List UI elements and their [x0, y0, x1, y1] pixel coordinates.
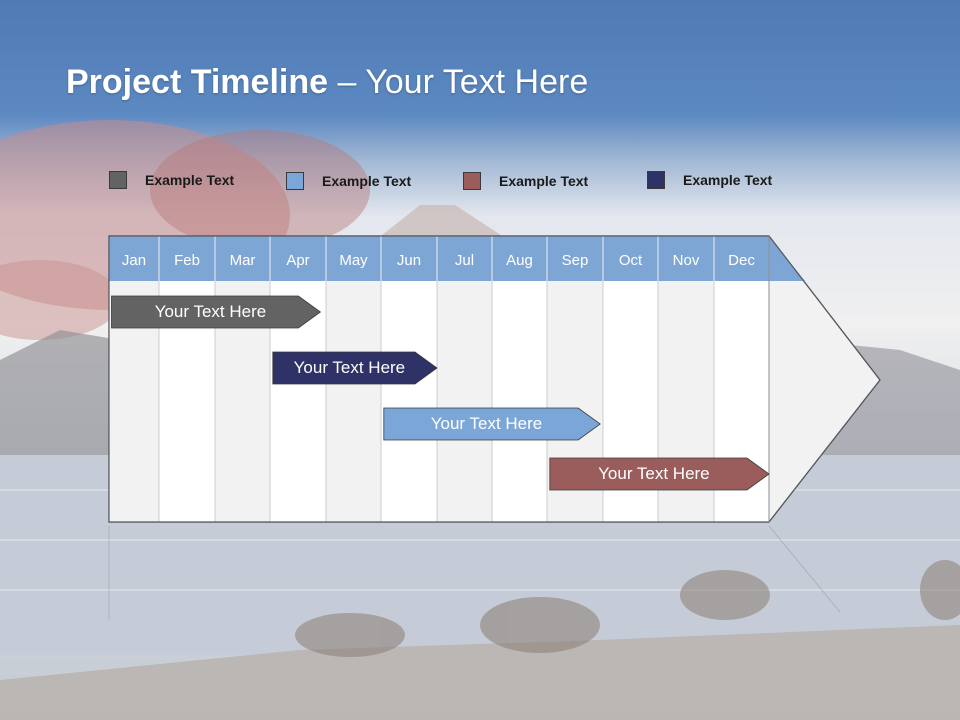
- reflection-diagonal-line: [768, 525, 841, 613]
- legend-item-4: Example Text: [647, 169, 772, 191]
- page-title: Project Timeline – Your Text Here: [66, 60, 588, 104]
- legend-label-1: Example Text: [145, 172, 235, 188]
- month-label-jun: Jun: [397, 252, 421, 269]
- month-column-jun: [381, 281, 437, 522]
- task-bar-2: [272, 351, 438, 385]
- legend-item-1: Example Text: [109, 169, 234, 191]
- page-title-rest: – Your Text Here: [328, 63, 589, 101]
- month-label-mar: Mar: [230, 252, 256, 269]
- timeline-arrow-outline: [108, 235, 881, 523]
- task-bar-label-3: Your Text Here: [430, 414, 543, 433]
- legend-swatch-1: [109, 171, 127, 189]
- page-title-bold: Project Timeline: [66, 63, 329, 101]
- month-header-band: [109, 236, 769, 281]
- month-label-apr: Apr: [286, 252, 309, 269]
- task-bar-3: [383, 407, 601, 441]
- month-label-nov: Nov: [673, 252, 700, 269]
- task-bar-label-1: Your Text Here: [154, 302, 267, 321]
- task-bar-label-2: Your Text Here: [293, 358, 406, 377]
- legend-label-2: Example Text: [322, 173, 412, 189]
- month-column-aug: [492, 281, 547, 522]
- legend-label-3: Example Text: [499, 173, 589, 189]
- task-bar-4: [549, 457, 770, 491]
- task-bar-label-4: Your Text Here: [598, 464, 710, 483]
- month-label-may: May: [339, 252, 368, 269]
- month-label-feb: Feb: [174, 252, 200, 269]
- month-label-jul: Jul: [455, 252, 474, 269]
- month-label-aug: Aug: [506, 252, 533, 269]
- legend-item-3: Example Text: [463, 170, 588, 192]
- legend-label-4: Example Text: [683, 172, 773, 188]
- month-label-oct: Oct: [619, 252, 643, 269]
- legend-swatch-3: [463, 172, 481, 190]
- legend-swatch-2: [286, 172, 304, 190]
- legend-item-2: Example Text: [286, 170, 411, 192]
- task-bar-1: [111, 295, 322, 329]
- month-column-jul: [437, 281, 492, 522]
- legend-swatch-4: [647, 171, 665, 189]
- month-label-dec: Dec: [728, 252, 755, 269]
- month-column-may: [326, 281, 381, 522]
- month-label-sep: Sep: [562, 252, 589, 269]
- month-label-jan: Jan: [122, 252, 146, 269]
